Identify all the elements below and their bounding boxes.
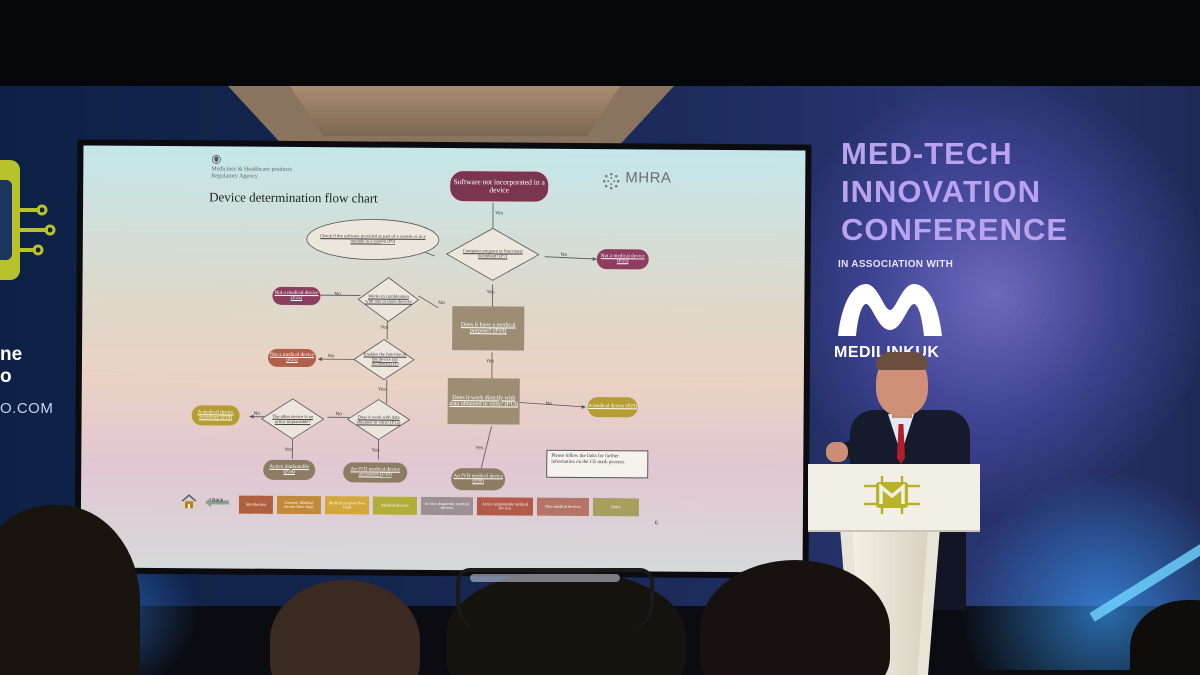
result-not-medical-2: Not a medical device (P25) [272, 286, 321, 306]
nav-button-ivd[interactable]: In vitro diagnostic medical devices [420, 496, 474, 516]
audience-head-2 [270, 580, 420, 675]
process-works-data: Does it work directly with data obtained… [447, 378, 520, 425]
left-banner-text-2: o [0, 366, 12, 387]
label-no-2: No [438, 299, 445, 307]
label-no-6: No [335, 411, 343, 418]
audience-glasses [456, 568, 654, 632]
medilink-m-logo-icon [838, 284, 942, 336]
label-yes-1: Yes [494, 210, 504, 217]
speaker-hand [826, 442, 848, 462]
podium-m-logo-icon [864, 476, 920, 514]
conference-title-line-2: INNOVATION [841, 174, 1042, 209]
label-yes-7: Yes [284, 446, 293, 453]
conference-title-line-1: MED-TECH [841, 136, 1013, 171]
label-no-5: No [545, 400, 553, 407]
result-not-medical-1: Not a medical device (P25) [596, 249, 649, 270]
label-no-7: No [253, 410, 261, 417]
nav-button-non-medical[interactable]: Non-medical devices [536, 497, 590, 517]
ce-mark-note: Please follow the links for further info… [546, 449, 649, 479]
label-no-4: No [327, 353, 335, 360]
nav-button-general-flow-chart[interactable]: General: Medical device flow chart [276, 495, 322, 515]
flowchart-connectors [249, 202, 597, 469]
label-yes-5: Yes [485, 358, 495, 365]
result-a-medical-device: A medical device (P25) [587, 397, 638, 418]
label-no-3: No [334, 291, 341, 298]
label-yes-2: Yes [486, 289, 495, 296]
nav-button-index[interactable]: Index [592, 498, 640, 517]
label-no-1: No [560, 251, 568, 258]
left-banner-logo-icon [0, 160, 56, 280]
result-accessory: A medical device accessory (P18) [191, 405, 240, 426]
presentation-slide: Medicines & Healthcare products Regulato… [80, 145, 806, 573]
speaker-hair [876, 352, 928, 370]
decision-works-combination: Works in combination with one or more de… [365, 293, 412, 304]
left-banner-text-1: ne [0, 344, 23, 365]
left-banner-url: O.COM [0, 400, 54, 417]
nav-button-medical-devices[interactable]: Medical devices [372, 496, 418, 515]
speaker-tie [897, 424, 905, 464]
back-arrow-icon[interactable] [204, 497, 230, 508]
result-active-implantable: Active implantable (P34) [263, 459, 316, 481]
label-yes-8: Yes [371, 447, 380, 454]
slide-page-number: 6 [654, 520, 658, 527]
audience-head-4 [700, 560, 890, 675]
flow-start-node: Software not incorporated in a device [449, 170, 550, 203]
decision-computer-program: Computer program or functional document?… [462, 248, 523, 259]
association-label: IN ASSOCIATION WITH [838, 259, 954, 270]
label-yes-4: Yes [377, 386, 386, 393]
mhra-dots-icon [602, 172, 620, 190]
glasses-reflection [470, 574, 620, 582]
check-system-note: Check if the software provided as part o… [320, 233, 426, 244]
conference-title-line-3: CONFERENCE [841, 212, 1069, 247]
result-ivd-device: An IVD medical device (P30) [451, 468, 506, 491]
decision-data-in-vitro: Does it work with data obtained in vitro… [356, 414, 401, 425]
result-not-medical-3: Not a medical device (P25) [267, 348, 317, 368]
label-yes-6: Yes [475, 445, 484, 452]
nav-button-medical-purpose[interactable]: Medical purpose flow chart [324, 496, 370, 515]
audience-head-1 [0, 505, 140, 675]
process-medical-purpose: Does it have a medical purpose? (P10) [452, 306, 525, 351]
back-button-label[interactable]: Back [211, 497, 224, 504]
royal-crest-icon [211, 155, 221, 164]
ceiling-panel-shade [290, 86, 620, 136]
nav-button-introduction[interactable]: Introduction [238, 495, 274, 514]
home-icon[interactable] [181, 493, 197, 509]
decision-enables-function: Enables the function of the device (an A… [363, 351, 407, 367]
ceiling [0, 0, 1200, 92]
label-yes-3: Yes [380, 324, 389, 331]
decision-other-device: The other device is an active implantabl… [272, 413, 313, 425]
nav-button-active-implantable[interactable]: Active implantable medical devices [476, 497, 534, 516]
result-ivd-accessory: An IVD medical device accessory (P30) [343, 462, 408, 483]
